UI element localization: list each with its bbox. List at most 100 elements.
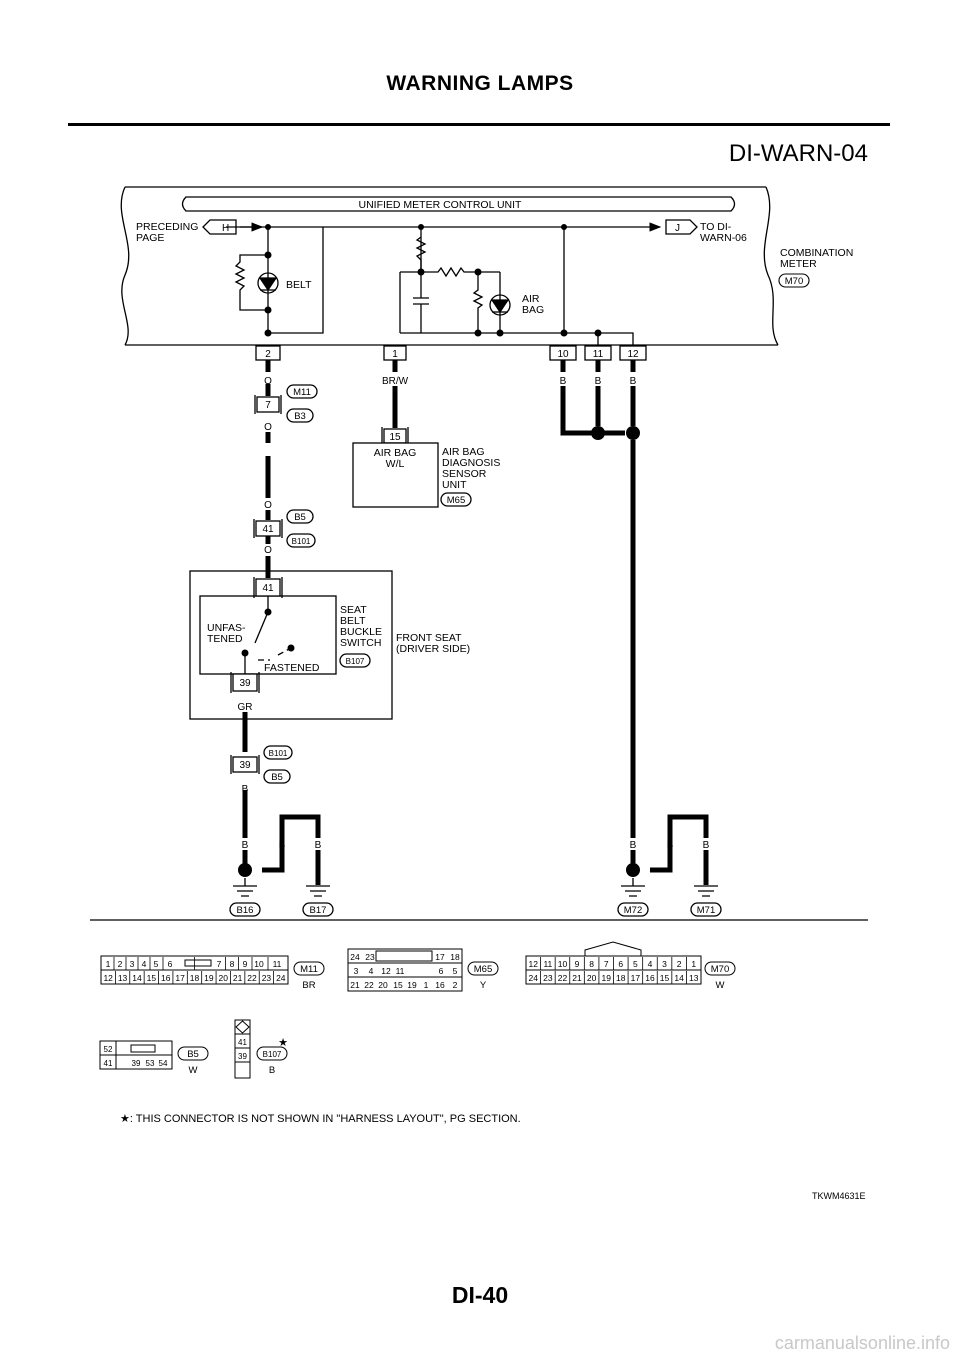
connector-pin: 5 <box>453 966 458 976</box>
ground-m71: M71 <box>697 905 715 916</box>
b5-face-id: B5 <box>187 1049 199 1060</box>
wire-color-b-b16: B <box>242 840 249 851</box>
connector-pin: 17 <box>175 973 185 983</box>
connector-b107-tag: B107 <box>346 657 365 666</box>
connector-pin: 5 <box>633 959 638 969</box>
connector-term-15: 15 <box>389 432 401 443</box>
wire-color-b-m71: B <box>703 840 710 851</box>
connector-b5-b101 <box>253 509 316 548</box>
connector-m70-tag-label: M70 <box>785 276 803 287</box>
title-rule <box>68 123 890 126</box>
ground-b16: B16 <box>237 905 254 916</box>
wire-color-b-12: B <box>630 376 637 387</box>
connector-pin: 22 <box>247 973 257 983</box>
wire-color-gr: GR <box>238 702 253 713</box>
wire-color-b-mid1: B <box>279 840 286 851</box>
connector-pin: 10 <box>254 959 264 969</box>
connector-pin: 24 <box>529 973 539 983</box>
connector-pin: 24 <box>276 973 286 983</box>
belt-lamp <box>234 254 279 311</box>
connector-pin: 8 <box>230 959 235 969</box>
m70-face-id: M70 <box>711 964 729 975</box>
ground-m72: M72 <box>624 905 642 916</box>
lower-b5-tag: B5 <box>271 772 283 783</box>
m11-face-color: BR <box>302 980 315 991</box>
b5-face-pin-52: 52 <box>104 1045 113 1054</box>
connector-pin: 23 <box>262 973 272 983</box>
connector-pin: 18 <box>190 973 200 983</box>
connector-m11-b3 <box>254 384 318 423</box>
connector-pin: 2 <box>118 959 123 969</box>
image-code: TKWM4631E <box>812 1191 866 1201</box>
connector-pin: 12 <box>381 966 391 976</box>
seat-term-41: 41 <box>262 583 274 594</box>
wire-color-b-39: B <box>242 784 249 795</box>
connector-pin: 11 <box>273 959 282 969</box>
ground-b17: B17 <box>310 905 327 916</box>
connector-pin: 16 <box>161 973 171 983</box>
b5-face-color: W <box>189 1065 198 1076</box>
connector-pin: 15 <box>660 973 670 983</box>
front-seat-label: FRONT SEAT(DRIVER SIDE) <box>396 632 470 655</box>
belt-dots <box>264 224 567 337</box>
b5-face-pin-54: 54 <box>159 1059 168 1068</box>
connector-pin: 13 <box>118 973 128 983</box>
connector-pin: 16 <box>645 973 655 983</box>
connector-pin: 17 <box>631 973 641 983</box>
control-unit-frame <box>181 196 736 212</box>
wire-color-o-1: O <box>264 376 272 387</box>
connector-pin: 6 <box>618 959 623 969</box>
connector-pin: 22 <box>558 973 568 983</box>
connector-pin: 2 <box>453 980 458 990</box>
connector-pin: 18 <box>616 973 626 983</box>
ground-symbols <box>229 878 722 917</box>
b5-face-pin-39: 39 <box>132 1059 141 1068</box>
wire-color-brw: BR/W <box>382 376 409 387</box>
connector-pin: 1 <box>106 959 111 969</box>
airbag-circuit <box>399 236 634 345</box>
connector-pin: 3 <box>354 966 359 976</box>
connector-pin: 11 <box>543 959 552 969</box>
meter-terminals <box>255 345 647 361</box>
splice-dots <box>238 426 640 877</box>
connector-pin: 4 <box>142 959 147 969</box>
connector-pin: 4 <box>648 959 653 969</box>
lower-term-39: 39 <box>239 760 251 771</box>
page-title: WARNING LAMPS <box>386 72 574 95</box>
connector-term-41: 41 <box>262 524 274 535</box>
page-number: DI-40 <box>451 1282 509 1308</box>
connector-pin: 20 <box>378 980 388 990</box>
b107-star-icon: ★ <box>278 1037 288 1049</box>
wire-color-b-m72: B <box>630 840 637 851</box>
connector-pin: 3 <box>662 959 667 969</box>
connector-pin: 7 <box>217 959 222 969</box>
wire-color-b-b17: B <box>315 840 322 851</box>
wire-color-o-2: O <box>264 422 272 433</box>
b5-face-pin-53: 53 <box>146 1059 155 1068</box>
connector-pin: 20 <box>219 973 229 983</box>
b107-face-color: B <box>269 1065 275 1076</box>
connector-pin: 8 <box>589 959 594 969</box>
terminal-10: 10 <box>557 349 569 360</box>
connector-face-b5 <box>99 1040 209 1070</box>
connector-b101-b5-lower <box>230 745 293 784</box>
connector-pin: 21 <box>233 973 243 983</box>
connector-face-m65 <box>347 948 499 992</box>
connector-pin: 19 <box>601 973 611 983</box>
connector-pin: 5 <box>154 959 159 969</box>
watermark-url: carmanualsonline.info <box>774 1333 950 1353</box>
link-h-flag <box>202 219 237 235</box>
unfastened-label: UNFAS-TENED <box>207 622 246 645</box>
connector-pin: 12 <box>103 973 113 983</box>
belt-label: BELT <box>286 279 312 291</box>
connector-m65-tag: M65 <box>447 495 465 506</box>
connector-pin: 1 <box>424 980 429 990</box>
connector-pin: 12 <box>529 959 539 969</box>
airbag-dots <box>417 268 602 337</box>
